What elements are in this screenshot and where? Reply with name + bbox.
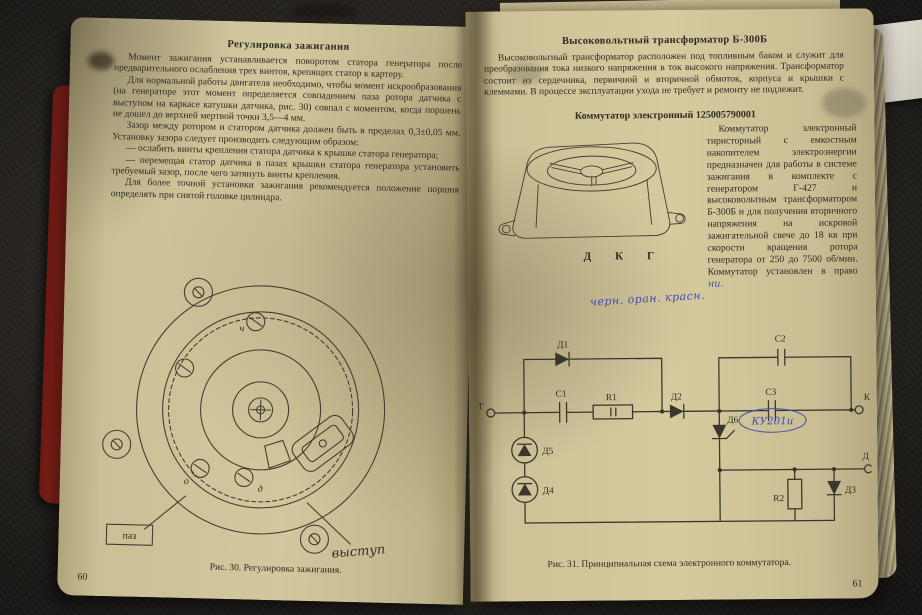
schematic-svg: Г Д1 С1 R1 Д2 С2 С3 К Д5 Д4 Д6 R2 Д3 Д xyxy=(479,334,874,524)
schematic-label-c3: С3 xyxy=(765,388,776,398)
page-number-60: 60 xyxy=(77,571,88,583)
figure-letter-d: д xyxy=(258,484,263,495)
terminal-k: К xyxy=(615,250,624,263)
figure-letter-ch: ч xyxy=(239,323,244,334)
figure-letter-o: о xyxy=(184,476,189,487)
commutator-paragraph-text: Коммутатор электронный тиристорный с емк… xyxy=(706,122,858,278)
left-page: Регулировка зажигания Момент зажигания у… xyxy=(56,17,478,605)
open-book: Регулировка зажигания Момент зажигания у… xyxy=(56,4,904,610)
schematic-label-g: Г xyxy=(479,402,485,412)
page-number-61: 61 xyxy=(852,578,863,590)
transformer-paragraph: Высоковольтный трансформатор расположен … xyxy=(483,49,845,98)
handwritten-wire-colors: черн. оран. красн. xyxy=(589,288,706,309)
figure-31-schematic: Г Д1 С1 R1 Д2 С2 С3 К Д5 Д4 Д6 R2 Д3 Д xyxy=(476,322,874,555)
handwritten-thyristor-type: КУ201и xyxy=(751,415,794,427)
figure-30-label-paz: паз xyxy=(122,531,136,542)
device-terminal-letters: Д К Г xyxy=(584,250,655,263)
schematic-label-r2: R2 xyxy=(773,494,784,504)
schematic-label-d2: Д2 xyxy=(671,393,682,403)
schematic-label-k: К xyxy=(864,393,871,403)
figure-30-stator-drawing: ч о д паз выступ xyxy=(92,266,435,566)
right-page: Высоковольтный трансформатор Б-300Б Высо… xyxy=(465,8,879,602)
schematic-label-d3: Д3 xyxy=(845,486,856,496)
commutator-paragraph: Коммутатор электронный тиристорный с емк… xyxy=(706,122,858,290)
handwriting-circle xyxy=(738,408,807,433)
right-page-heading: Высоковольтный трансформатор Б-300Б xyxy=(561,34,768,47)
commutator-drawing xyxy=(476,124,705,262)
terminal-d: Д xyxy=(583,250,592,263)
stator-diagram-svg: ч о д паз выступ xyxy=(102,277,386,562)
schematic-label-c1: С1 xyxy=(556,390,567,400)
schematic-label-d: Д xyxy=(862,452,869,462)
schematic-label-d6: Д6 xyxy=(727,416,738,426)
figure-30-label-vystup: выступ xyxy=(331,542,386,561)
schematic-label-d4: Д4 xyxy=(543,486,554,496)
schematic-label-c2: С2 xyxy=(775,334,786,344)
figure-31-caption: Рис. 31. Принципиальная схема электронно… xyxy=(547,556,792,571)
commutator-svg xyxy=(498,142,686,239)
terminal-g: Г xyxy=(647,250,655,263)
schematic-label-d1: Д1 xyxy=(557,340,568,350)
schematic-label-d5: Д5 xyxy=(542,447,553,457)
left-page-text: Момент зажигания устанавливается поворот… xyxy=(111,51,463,208)
schematic-label-r1: R1 xyxy=(606,393,617,403)
commutator-subheading: Коммутатор электронный 125005790001 xyxy=(574,109,756,122)
handwritten-suffix: ни. xyxy=(707,278,724,290)
